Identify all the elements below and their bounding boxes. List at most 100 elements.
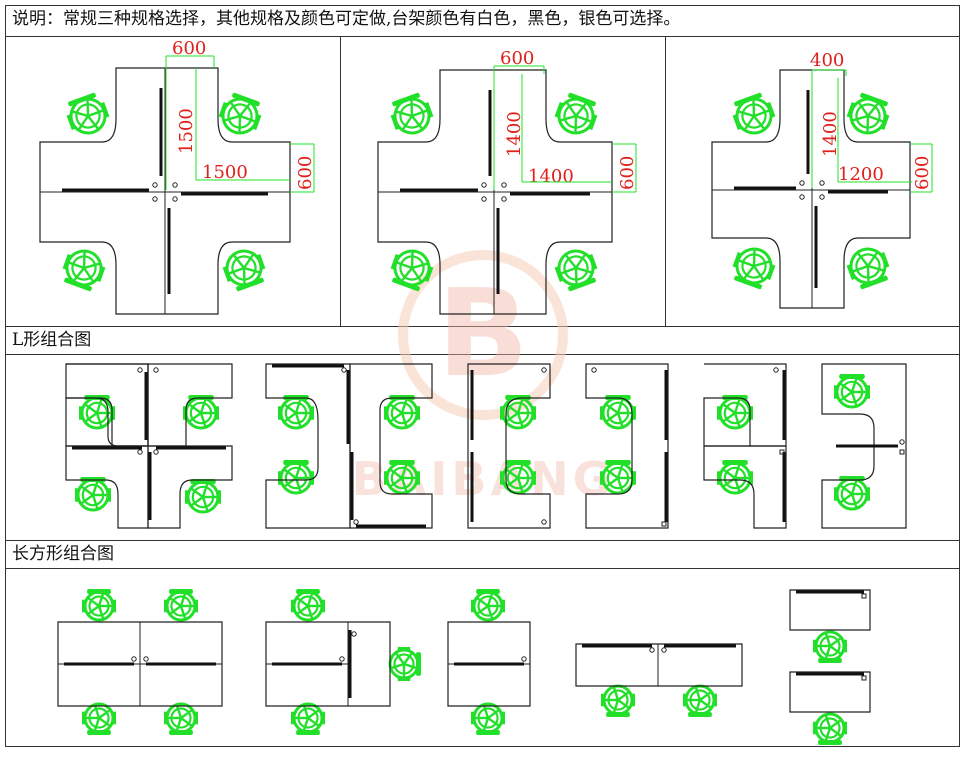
- spec-3-depth-label: 400: [810, 50, 844, 71]
- chair-spoke: [737, 110, 755, 118]
- chair-spoke: [575, 266, 593, 274]
- chair-armrest: [732, 251, 742, 268]
- chair-backrest: [169, 730, 193, 735]
- chair-spoke: [394, 651, 405, 665]
- spec-2-length-label: 1400: [504, 111, 525, 157]
- cable-hole: [131, 656, 137, 662]
- office-chair-icon: [813, 712, 847, 745]
- chair-armrest: [880, 251, 890, 268]
- chair-armrest: [717, 406, 721, 420]
- chair-spoke: [475, 605, 489, 616]
- chair-spoke: [616, 477, 624, 493]
- chair-armrest: [82, 599, 86, 613]
- chair-armrest: [252, 114, 262, 131]
- office-chair-icon: [732, 247, 776, 290]
- chair-armrest: [532, 471, 536, 485]
- chair-spoke: [87, 109, 105, 118]
- chair-spoke: [389, 403, 403, 414]
- desks-group: [39, 67, 911, 713]
- chair-armrest: [291, 711, 295, 725]
- chair-spoke: [575, 253, 587, 269]
- chair-spoke: [850, 377, 858, 393]
- cross-workstation-outline: [377, 69, 613, 315]
- chair-spoke: [283, 412, 297, 423]
- chair-spoke: [612, 686, 620, 701]
- leg-marker: [861, 593, 867, 599]
- chair-armrest: [384, 471, 388, 485]
- chair-armrest: [749, 406, 753, 420]
- chair-spoke: [753, 260, 771, 268]
- chair-backrest: [734, 275, 762, 290]
- office-chair-icon: [278, 395, 314, 430]
- chair-spoke: [82, 250, 86, 269]
- chair-armrest: [164, 711, 168, 725]
- chair-armrest: [471, 599, 475, 613]
- chair-armrest: [310, 471, 314, 485]
- chair-spoke: [83, 262, 101, 270]
- chair-backrest: [392, 92, 420, 107]
- chair-backrest: [232, 92, 260, 107]
- chair-spoke: [199, 398, 207, 414]
- chair-spoke: [77, 115, 89, 131]
- divider: [5, 540, 960, 541]
- chair-armrest: [846, 264, 856, 281]
- cable-hole: [541, 519, 547, 525]
- chair-spoke: [190, 487, 204, 498]
- chair-spoke: [403, 662, 418, 670]
- chair-spoke: [168, 605, 182, 616]
- chair-spoke: [867, 251, 879, 267]
- chair-spoke: [486, 592, 494, 607]
- chair-spoke: [612, 699, 620, 714]
- chair-armrest: [880, 114, 890, 131]
- chair-armrest: [846, 101, 856, 118]
- chair-armrest: [416, 406, 420, 420]
- chair-backrest: [722, 460, 748, 465]
- chair-armrest: [766, 264, 776, 281]
- l-desk-outline: [147, 363, 233, 447]
- chair-backrest: [64, 277, 92, 292]
- chair-armrest: [500, 471, 504, 485]
- chair-spoke: [239, 114, 257, 123]
- cable-hole: [172, 196, 178, 202]
- cable-hole: [152, 196, 158, 202]
- l-desk-outline: [265, 363, 351, 529]
- chair-spoke: [722, 412, 736, 423]
- chair-backrest: [839, 374, 865, 379]
- chair-armrest: [631, 693, 635, 707]
- chair-backrest: [818, 658, 842, 663]
- cable-hole: [137, 449, 143, 455]
- cable-hole: [661, 647, 667, 653]
- chair-armrest: [96, 266, 106, 283]
- spec-2-width-label: 1400: [528, 166, 574, 187]
- chair-spoke: [199, 412, 207, 428]
- spec-1-side-label: 600: [295, 156, 316, 190]
- chair-spoke: [516, 412, 524, 428]
- office-chair-icon: [222, 249, 266, 292]
- chair-spoke: [302, 717, 310, 732]
- chair-spoke: [401, 115, 413, 131]
- rect-desk-outline: [265, 621, 391, 707]
- chair-spoke: [616, 398, 624, 414]
- rect-desk-outline: [575, 643, 743, 687]
- chair-armrest: [834, 487, 838, 501]
- chair-spoke: [839, 382, 853, 393]
- chair-armrest: [588, 114, 598, 131]
- chair-armrest: [600, 471, 604, 485]
- cable-hole: [481, 196, 487, 202]
- chair-armrest: [79, 406, 83, 420]
- chair-armrest: [866, 385, 870, 399]
- chair-spoke: [694, 686, 702, 701]
- office-chair-icon: [62, 249, 106, 292]
- chair-spoke: [839, 493, 853, 504]
- chair-spoke: [91, 494, 99, 510]
- office-chair-icon: [164, 589, 198, 622]
- chair-spoke: [400, 267, 413, 283]
- chair-spoke: [389, 477, 403, 488]
- chair-backrest: [296, 589, 320, 594]
- chair-spoke: [867, 264, 885, 272]
- cable-hole: [152, 182, 158, 188]
- cable-hole: [481, 182, 487, 188]
- chair-spoke: [411, 267, 423, 283]
- chair-spoke: [168, 596, 182, 607]
